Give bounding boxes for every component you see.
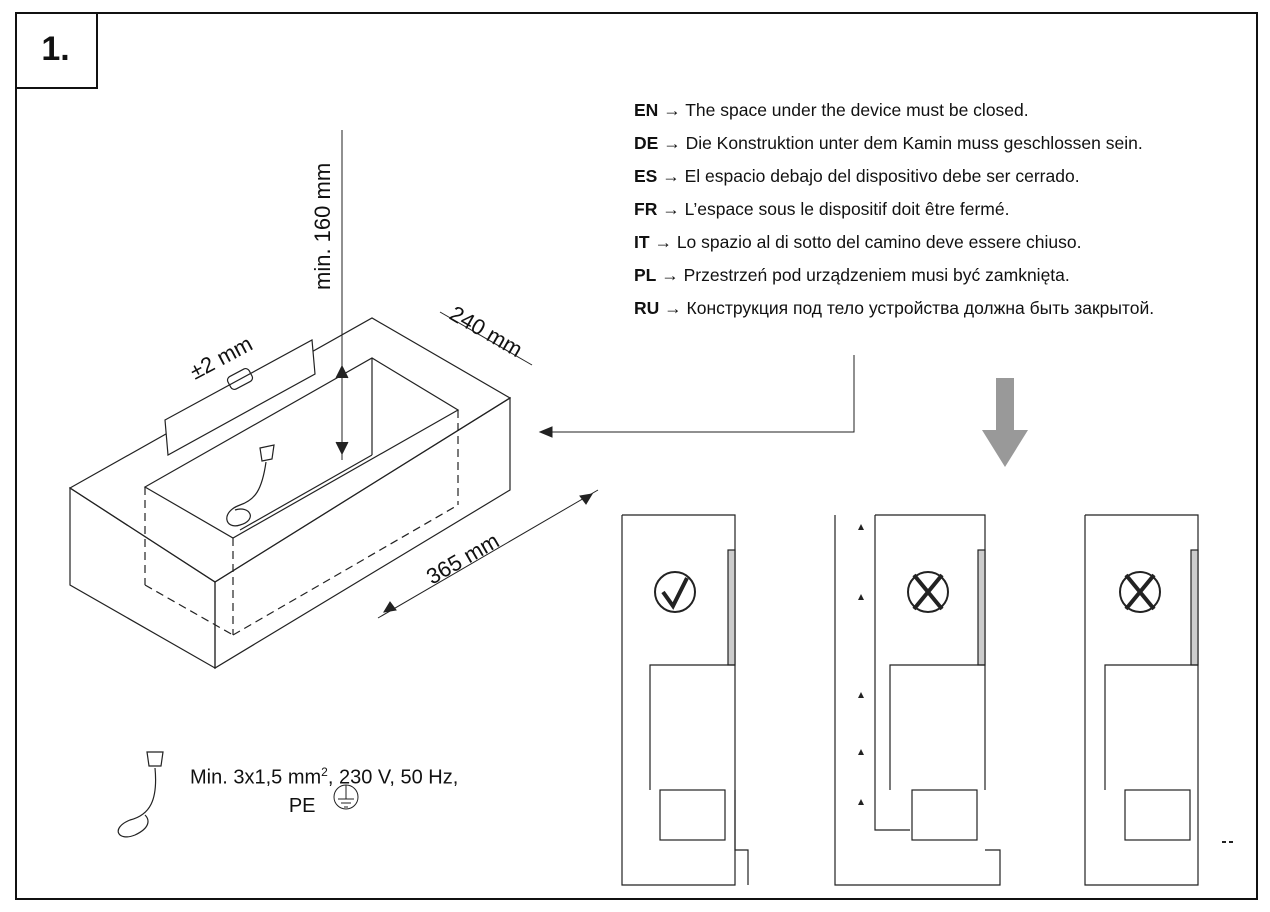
cross-icon	[1119, 571, 1161, 613]
spirit-level-icon	[164, 339, 316, 456]
dimension-lines	[335, 130, 855, 619]
note-fr: FR → L’espace sous le dispositif doit êt…	[634, 199, 1010, 219]
variant-incorrect-vent	[1084, 514, 1236, 886]
length-dimension-label: 365 mm	[422, 528, 503, 589]
note-it: IT → Lo spazio al di sotto del camino de…	[634, 232, 1082, 252]
electrical-requirements: Min. 3x1,5 mm2, 230 V, 50 Hz, PE	[190, 765, 459, 817]
cable-plug-icon	[117, 751, 164, 838]
variant-correct	[621, 514, 749, 886]
height-dimension-label: min. 160 mm	[310, 163, 335, 290]
depth-dimension-label: 240 mm	[446, 301, 527, 362]
note-en: EN → The space under the device must be …	[634, 100, 1029, 120]
down-arrow-icon	[982, 378, 1028, 467]
cross-icon	[907, 571, 949, 613]
note-pl: PL → Przestrzeń pod urządzeniem musi być…	[634, 265, 1070, 285]
instruction-notes: EN → The space under the device must be …	[634, 94, 1154, 325]
note-es: ES → El espacio debajo del dispositivo d…	[634, 166, 1080, 186]
note-ru: RU → Конструкция под тело устройства дол…	[634, 298, 1155, 318]
power-plug-icon	[226, 444, 275, 527]
note-de: DE → Die Konstruktion unter dem Kamin mu…	[634, 133, 1143, 153]
check-icon	[654, 571, 696, 613]
earth-ground-icon	[333, 784, 359, 810]
step-number: 1.	[15, 12, 98, 89]
page-frame	[15, 12, 1258, 900]
variant-incorrect-open	[834, 514, 1001, 886]
